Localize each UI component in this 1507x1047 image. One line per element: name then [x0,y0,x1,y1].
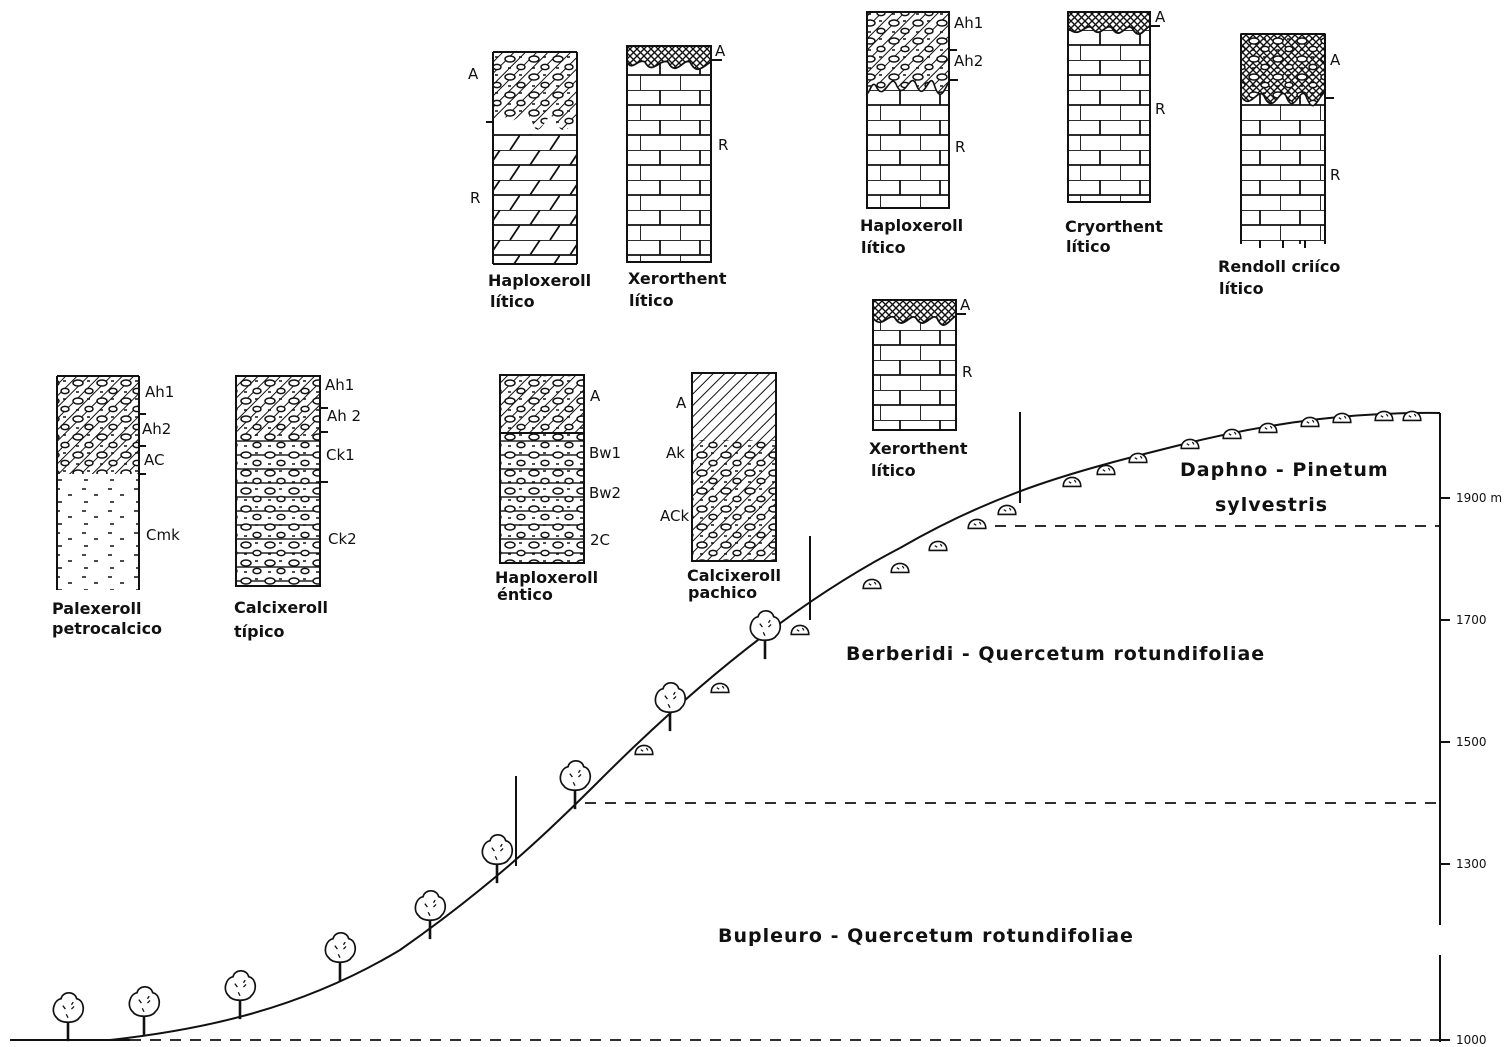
horizon-label: Ah2 [954,52,983,70]
zone-daphno-line1: Daphno - Pinetum [1180,459,1389,481]
horizon-label: AC [144,451,164,469]
altitude-label-1000: 1000 [1456,1033,1487,1047]
horizon-label: A [676,394,687,412]
horizon-label: R [962,363,972,381]
profile-rendoll-critico: A R Rendoll criíco lítico [1218,34,1341,298]
profile-cryorthent-litico: A R Cryorthent lítico [1065,8,1166,256]
profile-name: Xerorthent [628,269,727,288]
horizon-label: A [590,387,601,405]
profile-name-sub: típico [234,622,285,641]
zone-berberidi: Berberidi - Quercetum rotundifoliae [846,643,1265,665]
horizon-label: A [715,42,726,60]
horizon-label: Ck1 [326,446,355,464]
altitude-label-1300: 1300 [1456,857,1487,871]
profile-name-sub: lítico [1066,237,1111,256]
profile-name-sub: lítico [861,238,906,257]
profile-palexeroll: Ah1 Ah2 AC Cmk Palexeroll petrocalcico [52,376,180,638]
profile-name-sub: lítico [1219,279,1264,298]
zone-bupleuro: Bupleuro - Quercetum rotundifoliae [718,925,1134,947]
horizon-label: R [1330,166,1340,184]
horizon-label: A [468,65,479,83]
profile-haploxeroll-entico: A Bw1 Bw2 2C Haploxeroll éntico [495,375,621,604]
horizon-label: A [960,296,971,314]
horizon-label: R [470,189,480,207]
horizon-label: Ak [666,444,685,462]
profile-xerorthent-litico-1: A R Xerorthent lítico [627,42,728,310]
altitude-ticks [1440,498,1450,1040]
profile-calcixeroll-tipico: Ah1 Ah 2 Ck1 Ck2 Calcixeroll típico [234,376,361,641]
horizon-label: ACk [660,507,689,525]
oak-trees [53,611,780,1041]
profile-name: Calcixeroll [234,598,328,617]
horizon-label: 2C [590,531,610,549]
profile-xerorthent-litico-2: A R Xerorthent lítico [869,296,972,480]
profile-name: Cryorthent [1065,217,1163,236]
profile-name-sub: lítico [629,291,674,310]
profile-name-sub: lítico [871,461,916,480]
altitude-label-1700: 1700 [1456,613,1487,627]
profile-name: Rendoll criíco [1218,257,1340,276]
horizon-label: R [718,136,728,154]
horizon-label: Ah1 [954,14,983,32]
profile-name-sub: lítico [490,292,535,311]
profile-haploxeroll-litico-1: A R Haploxeroll lítico [468,52,591,311]
horizon-label: Ah2 [142,420,171,438]
altitude-label-1900: 1900 m [1456,491,1502,505]
profile-name: Haploxeroll [488,271,591,290]
profile-name-sub: pachico [688,583,757,602]
horizon-label: Ah1 [145,383,174,401]
horizon-label: R [1155,100,1165,118]
profile-name: Palexeroll [52,599,141,618]
profile-calcixeroll-pachico: A Ak ACk Calcixeroll pachico [660,373,781,602]
horizon-label: Bw2 [589,484,621,502]
altitude-label-1500: 1500 [1456,735,1487,749]
zone-daphno-line2: sylvestris [1215,494,1328,516]
horizon-label: A [1330,51,1341,69]
profile-name: Xerorthent [869,439,968,458]
horizon-label: R [955,138,965,156]
horizon-label: Cmk [146,526,180,544]
horizon-label: Ah1 [325,376,354,394]
horizon-label: A [1155,8,1166,26]
profile-name-sub: éntico [497,585,553,604]
profile-name-sub: petrocalcico [52,619,162,638]
horizon-label: Bw1 [589,444,621,462]
horizon-label: Ah 2 [327,407,361,425]
profile-name: Haploxeroll [860,216,963,235]
profile-haploxeroll-litico-2: Ah1 Ah2 R Haploxeroll lítico [860,12,983,257]
horizon-label: Ck2 [328,530,357,548]
altitude-scale: 1900 m 1700 1500 1300 1000 [1440,413,1502,1047]
